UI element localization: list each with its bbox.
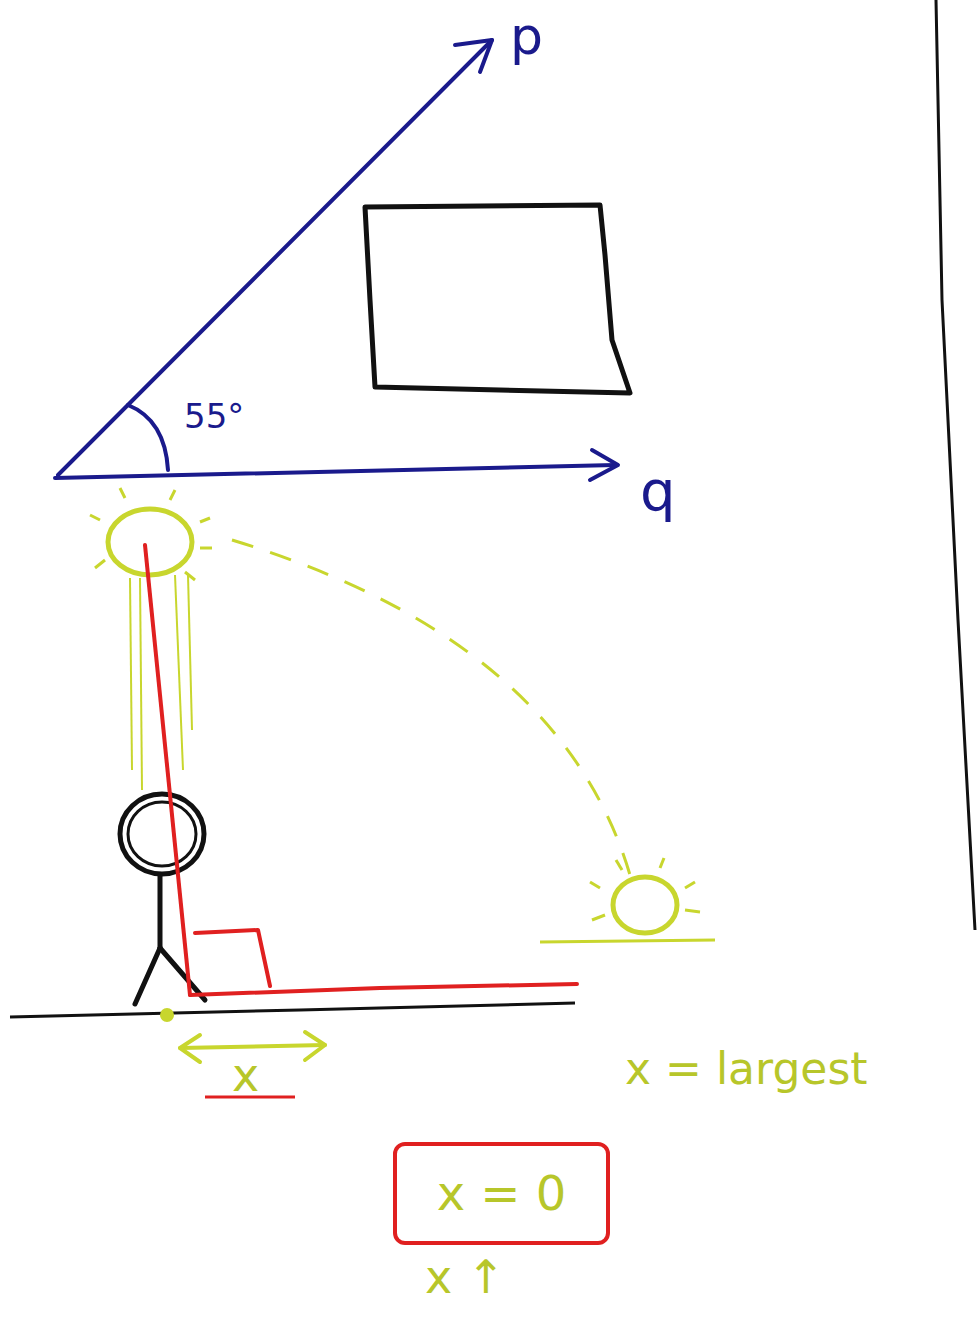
stick-figure [120, 794, 205, 1004]
ground-line [10, 1003, 575, 1017]
vector-q [55, 465, 615, 478]
sun-path [232, 540, 630, 875]
border-line [936, 0, 975, 930]
boxed-answer: x = 0 [393, 1142, 610, 1245]
sun-symbol [90, 488, 212, 790]
sketch-label: 55° [184, 398, 244, 435]
angle-arc [128, 405, 168, 470]
sketch-label: x [232, 1050, 259, 1101]
vector-p [58, 40, 492, 475]
arrow-head [590, 450, 618, 480]
square-shape [365, 205, 630, 393]
sketch-label: x ↑ [425, 1252, 505, 1303]
point-dot [160, 1008, 174, 1022]
answer-text: x = 0 [437, 1167, 567, 1220]
shadow-lines [145, 545, 577, 995]
sketch-label: q [640, 460, 676, 522]
sketch-label: x = largest [625, 1045, 868, 1093]
sun-symbol [540, 858, 715, 942]
sketch-label: p [510, 8, 543, 65]
arrow-head [455, 40, 492, 72]
